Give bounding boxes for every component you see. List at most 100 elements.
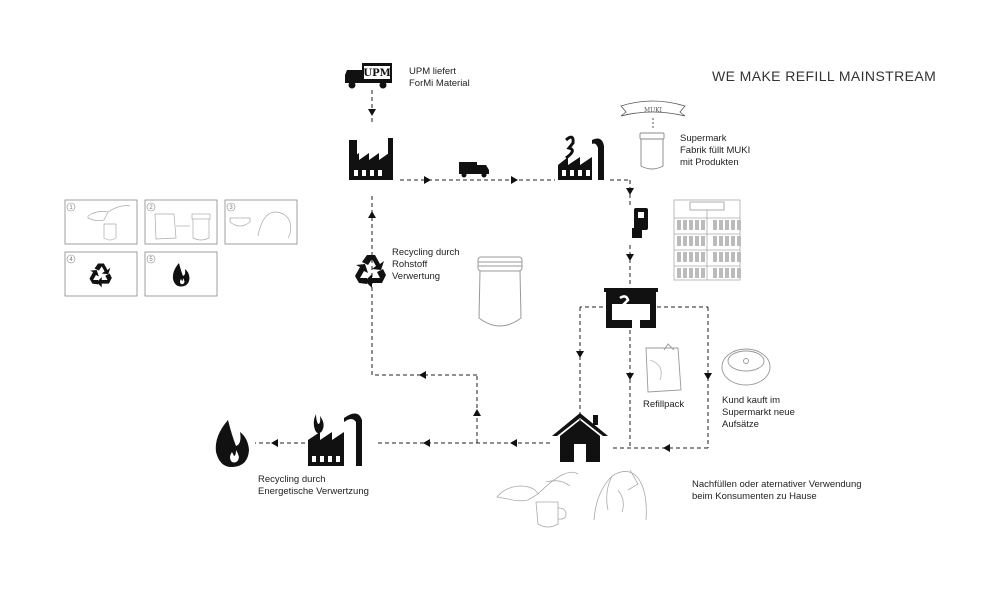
house-icon bbox=[552, 413, 608, 462]
refillpack-icon bbox=[154, 213, 211, 241]
shelf-product bbox=[695, 268, 699, 278]
legend-num-1: 1 bbox=[69, 205, 73, 211]
label-line: Energetische Verwertzung bbox=[258, 486, 369, 497]
shelf-product bbox=[695, 236, 699, 246]
legend-num-2: 2 bbox=[149, 205, 153, 211]
legend-num-3: 3 bbox=[229, 205, 233, 211]
label-line: Recycling durch bbox=[258, 474, 326, 485]
label-supermarket-factory: Supermark Fabrik füllt MUKI mit Produkte… bbox=[680, 133, 750, 169]
label-line: Recycling durch bbox=[392, 247, 460, 258]
recycle-icon bbox=[89, 263, 112, 288]
shelf-product bbox=[689, 268, 693, 278]
label-line: beim Konsumenten zu Hause bbox=[692, 491, 817, 502]
label-line: Refillpack bbox=[643, 399, 685, 410]
truck-sign: UPM bbox=[363, 68, 390, 79]
fire-icon bbox=[172, 263, 190, 287]
truck-icon bbox=[459, 162, 489, 178]
shelf-product bbox=[737, 220, 741, 230]
shelf-product bbox=[695, 252, 699, 262]
fire-icon bbox=[215, 420, 249, 468]
shelf-product bbox=[701, 268, 705, 278]
label-line: UPM liefert bbox=[409, 66, 456, 77]
shelf-product bbox=[725, 236, 729, 246]
shelf-product bbox=[683, 268, 687, 278]
pouring-sketch bbox=[496, 471, 579, 528]
flow-arrowheads bbox=[271, 109, 712, 452]
shelf-product bbox=[725, 220, 729, 230]
shelf-product bbox=[677, 252, 681, 262]
label-line: ForMi Material bbox=[409, 78, 470, 89]
pouring-sketch bbox=[87, 205, 131, 241]
shelf-product bbox=[713, 252, 717, 262]
label-refill-home: Nachfüllen oder aternativer Verwendung b… bbox=[692, 479, 862, 503]
shelf-product bbox=[677, 268, 681, 278]
dispenser-icon bbox=[632, 208, 648, 238]
label-line: Fabrik füllt MUKI bbox=[680, 145, 751, 156]
refillpack-icon bbox=[645, 343, 682, 393]
drinking-sketch bbox=[593, 469, 647, 521]
legend-box-4 bbox=[64, 251, 138, 297]
shelf-product bbox=[725, 268, 729, 278]
label-recycling-energy: Recycling durch Energetische Verwertzung bbox=[258, 474, 369, 498]
shelf-icon bbox=[673, 199, 741, 281]
svg-text:MUKI: MUKI bbox=[644, 107, 663, 114]
recycle-icon bbox=[355, 255, 386, 288]
shelf-product bbox=[719, 252, 723, 262]
shelf-product bbox=[719, 220, 723, 230]
label-line: Supermarkt neue bbox=[722, 407, 795, 418]
shelf-product bbox=[725, 252, 729, 262]
jar-icon bbox=[477, 256, 523, 327]
shelf-product bbox=[731, 220, 735, 230]
shelf-product bbox=[677, 220, 681, 230]
label-recycling-raw: Recycling durch Rohstoff Verwertung bbox=[392, 247, 460, 283]
legend-box-1 bbox=[64, 199, 138, 245]
label-line: Supermark bbox=[680, 133, 727, 144]
shelf-product bbox=[689, 252, 693, 262]
jar-icon bbox=[639, 132, 665, 170]
shelf-products bbox=[677, 220, 741, 278]
label-line: Aufsätze bbox=[722, 419, 759, 430]
legend-box-3 bbox=[224, 199, 298, 245]
shelf-product bbox=[689, 220, 693, 230]
lid-icon bbox=[721, 348, 771, 386]
legend-box-2 bbox=[144, 199, 218, 245]
muki-banner-icon: MUKI bbox=[620, 100, 686, 117]
shelf-product bbox=[695, 220, 699, 230]
shelf-product bbox=[701, 220, 705, 230]
shelf-product bbox=[719, 236, 723, 246]
lid-sketch bbox=[229, 211, 292, 239]
flow-lines bbox=[255, 90, 709, 449]
legend-num-4: 4 bbox=[69, 257, 73, 263]
store-icon bbox=[604, 288, 658, 328]
shelf-product bbox=[713, 236, 717, 246]
truck-icon bbox=[345, 63, 392, 89]
shelf-product bbox=[689, 236, 693, 246]
label-line: Nachfüllen oder aternativer Verwendung bbox=[692, 479, 862, 490]
shelf-product bbox=[737, 268, 741, 278]
factory-icon bbox=[308, 413, 362, 466]
legend-boxes bbox=[64, 199, 298, 297]
shelf-product bbox=[683, 236, 687, 246]
shelf-product bbox=[737, 236, 741, 246]
label-refillpack: Refillpack bbox=[643, 399, 684, 411]
shelf-product bbox=[677, 236, 681, 246]
shelf-product bbox=[731, 236, 735, 246]
shelf-product bbox=[701, 236, 705, 246]
label-line: Verwertung bbox=[392, 271, 441, 282]
shelf-product bbox=[731, 252, 735, 262]
shelf-product bbox=[701, 252, 705, 262]
shelf-product bbox=[713, 220, 717, 230]
label-customer-buys: Kund kauft im Supermarkt neue Aufsätze bbox=[722, 395, 795, 431]
label-upm: UPM liefert ForMi Material bbox=[409, 66, 470, 90]
page-title: WE MAKE REFILL MAINSTREAM bbox=[712, 68, 937, 84]
shelf-product bbox=[683, 252, 687, 262]
shelf-product bbox=[713, 268, 717, 278]
supermarket-factory-icon bbox=[558, 135, 604, 180]
label-line: mit Produkten bbox=[680, 157, 739, 168]
shelf-product bbox=[683, 220, 687, 230]
label-line: Rohstoff bbox=[392, 259, 428, 270]
legend-box-5 bbox=[144, 251, 218, 297]
shelf-product bbox=[731, 268, 735, 278]
shelf-product bbox=[737, 252, 741, 262]
